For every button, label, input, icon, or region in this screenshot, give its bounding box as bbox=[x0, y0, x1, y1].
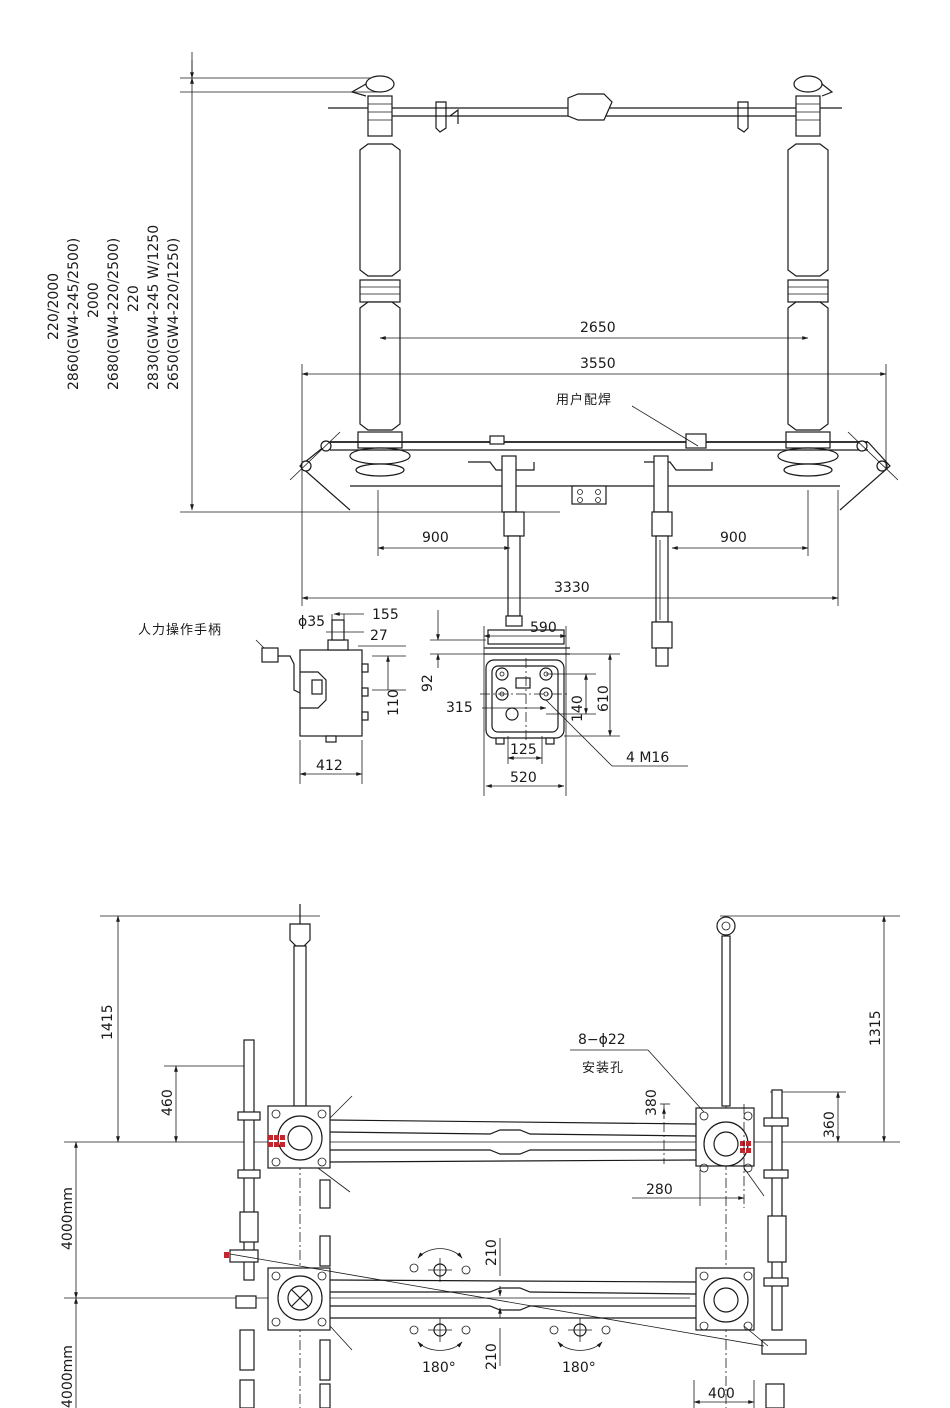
rotation-indicators: 210 180° 210 180° bbox=[409, 1238, 611, 1376]
svg-text:210: 210 bbox=[484, 1343, 500, 1370]
height-label-1: 220/2000 bbox=[46, 273, 62, 340]
dim-110-label: 110 bbox=[386, 689, 402, 716]
height-label-2: 2860(GW4-245/2500) bbox=[66, 238, 82, 390]
user-weld-callout: 用户配焊 bbox=[556, 392, 699, 447]
left-shaft-column bbox=[224, 1039, 261, 1408]
dim-590: 590 bbox=[530, 620, 557, 636]
dim-1415-label: 1415 bbox=[100, 1004, 116, 1040]
elevation-view: 220/2000 2860(GW4-245/2500) 2000 2680(GW… bbox=[46, 52, 899, 796]
left-insulator-pole bbox=[349, 75, 411, 477]
height-label-5: 220 bbox=[126, 285, 142, 312]
operating-shafts bbox=[501, 455, 673, 667]
svg-text:610: 610 bbox=[596, 685, 612, 712]
height-label-4: 2680(GW4-220/2500) bbox=[106, 238, 122, 390]
dim-412: 412 bbox=[316, 758, 343, 774]
dim-3330: 3330 bbox=[554, 580, 590, 596]
dim-360-label: 360 bbox=[822, 1111, 838, 1138]
dim-3550: 3550 bbox=[580, 356, 616, 372]
dim-900-right: 900 bbox=[720, 530, 747, 546]
dim-280: 280 bbox=[646, 1182, 673, 1198]
svg-text:4000mm: 4000mm bbox=[60, 1345, 76, 1408]
svg-text:360: 360 bbox=[822, 1111, 838, 1138]
svg-text:92: 92 bbox=[420, 674, 436, 692]
svg-text:2830(GW4-245 W/1250: 2830(GW4-245 W/1250 bbox=[146, 225, 162, 390]
user-weld-label: 用户配焊 bbox=[556, 392, 612, 408]
dim-140-label: 140 bbox=[570, 695, 586, 722]
height-label-6: 2830(GW4-245 W/1250 bbox=[146, 225, 162, 390]
manual-mechanism: 人力操作手柄 ϕ35 155 27 110 bbox=[138, 607, 406, 784]
dim-210-b-label: 210 bbox=[484, 1343, 500, 1370]
dim-2650: 2650 bbox=[580, 320, 616, 336]
dim-phi35: ϕ35 bbox=[298, 614, 325, 630]
svg-text:210: 210 bbox=[484, 1239, 500, 1266]
dim-210-a-label: 210 bbox=[484, 1239, 500, 1266]
svg-text:4000mm: 4000mm bbox=[60, 1187, 76, 1250]
height-dimension bbox=[180, 52, 560, 513]
dim-27: 27 bbox=[370, 628, 388, 644]
dim-380-label: 380 bbox=[644, 1089, 660, 1116]
dim-400-label: 400 bbox=[708, 1386, 735, 1402]
dim-900-left: 900 bbox=[422, 530, 449, 546]
svg-text:220: 220 bbox=[126, 285, 142, 312]
dim-610-label: 610 bbox=[596, 685, 612, 712]
lower-row bbox=[229, 1179, 769, 1408]
spacing-2-label: 4000mm bbox=[60, 1345, 76, 1408]
right-insulator-pole bbox=[777, 75, 839, 477]
svg-text:140: 140 bbox=[570, 695, 586, 722]
angle-b-label: 180° bbox=[562, 1360, 596, 1376]
spacing-1-label: 4000mm bbox=[60, 1187, 76, 1250]
right-shaft-column bbox=[761, 1089, 807, 1408]
svg-text:460: 460 bbox=[160, 1089, 176, 1116]
mounting-base: 590 92 610 315 140 4 M16 125 520 bbox=[420, 610, 688, 796]
svg-text:380: 380 bbox=[644, 1089, 660, 1116]
dim-155: 155 bbox=[372, 607, 399, 623]
svg-text:1315: 1315 bbox=[868, 1010, 884, 1046]
manual-handle-label: 人力操作手柄 bbox=[138, 622, 222, 638]
dim-520: 520 bbox=[510, 770, 537, 786]
angle-a-label: 180° bbox=[422, 1360, 456, 1376]
dim-1315-label: 1315 bbox=[868, 1010, 884, 1046]
svg-text:2680(GW4-220/2500): 2680(GW4-220/2500) bbox=[106, 238, 122, 390]
dim-400: 400 bbox=[693, 1380, 755, 1408]
horizontal-dimensions: 2650 3550 900 900 3330 bbox=[301, 320, 887, 606]
svg-text:1415: 1415 bbox=[100, 1004, 116, 1040]
svg-text:2650(GW4-220/1250): 2650(GW4-220/1250) bbox=[166, 238, 182, 390]
height-label-3: 2000 bbox=[86, 282, 102, 318]
svg-text:2000: 2000 bbox=[86, 282, 102, 318]
holes-label: 8−ϕ22 bbox=[578, 1032, 626, 1048]
conductor-bar bbox=[328, 93, 842, 133]
svg-text:220/2000: 220/2000 bbox=[46, 273, 62, 340]
plan-view: 1415 460 4000mm 4000mm 1315 360 bbox=[60, 904, 900, 1408]
upper-row: 380 280 bbox=[267, 1089, 765, 1208]
dim-125: 125 bbox=[510, 742, 537, 758]
height-label-7: 2650(GW4-220/1250) bbox=[166, 238, 182, 390]
svg-text:2860(GW4-245/2500): 2860(GW4-245/2500) bbox=[66, 238, 82, 390]
dim-460-label: 460 bbox=[160, 1089, 176, 1116]
bolt-label: 4 M16 bbox=[626, 750, 669, 766]
mount-holes-callout: 8−ϕ22 安装孔 bbox=[570, 1032, 705, 1113]
dim-315: 315 bbox=[446, 700, 473, 716]
base-frame bbox=[289, 431, 899, 511]
mount-holes-label: 安装孔 bbox=[582, 1061, 624, 1076]
dim-92-label: 92 bbox=[420, 674, 436, 692]
svg-text:110: 110 bbox=[386, 689, 402, 716]
